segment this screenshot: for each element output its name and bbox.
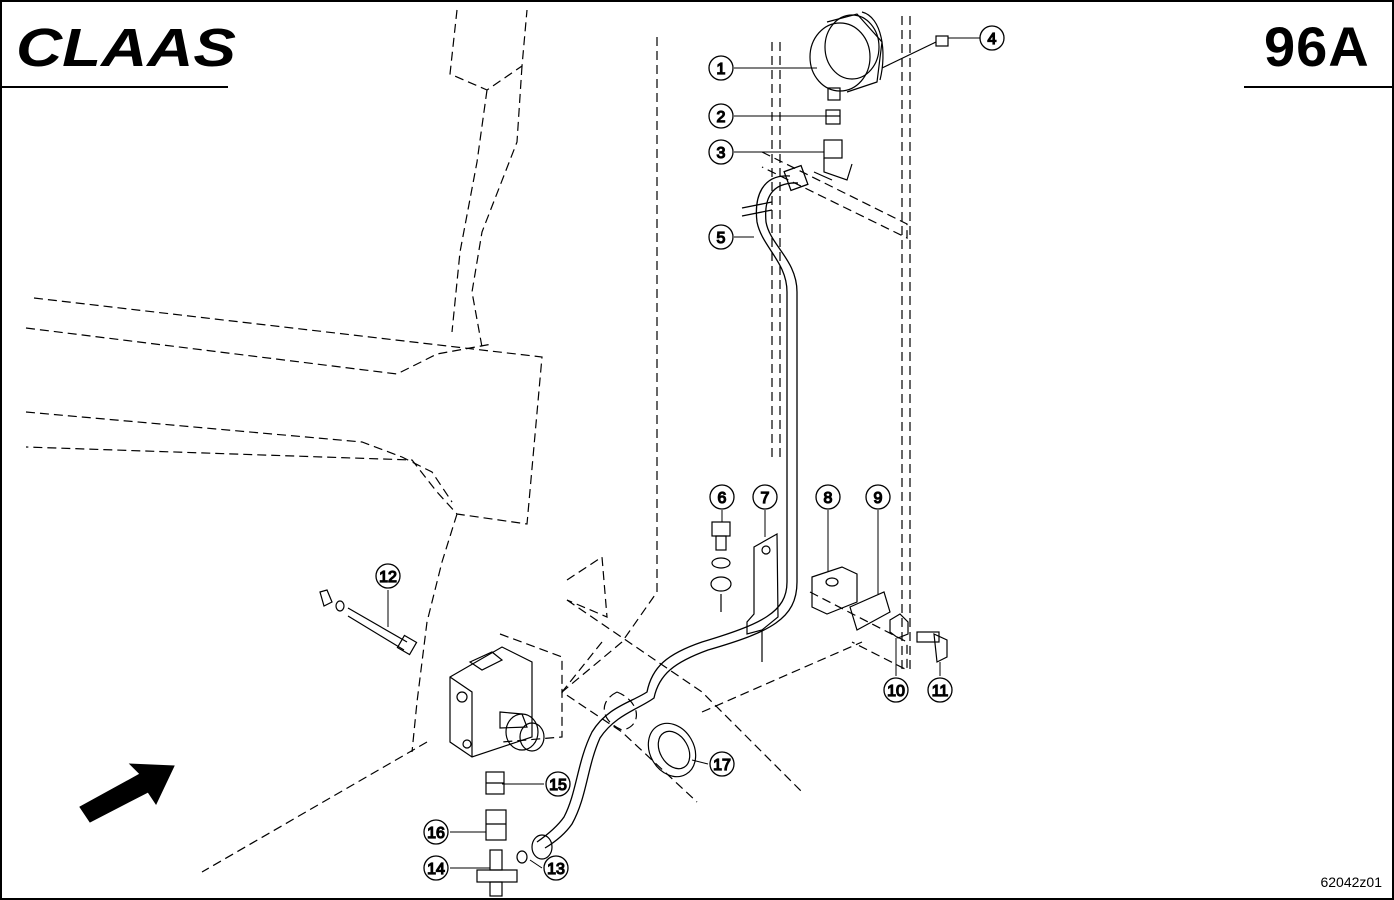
callout-16[interactable]: 16 xyxy=(423,819,449,845)
callout-label: 3 xyxy=(717,145,726,162)
pipe-clamp-lower xyxy=(849,591,891,631)
pressure-gauge xyxy=(809,11,884,101)
drawing-number: 62042z01 xyxy=(1320,874,1382,890)
hydraulic-line xyxy=(536,164,809,849)
brand-logo-text: CLAAS xyxy=(16,20,236,76)
sheet-number-rule xyxy=(1244,86,1394,88)
stud-bolt xyxy=(319,589,418,656)
callout-3[interactable]: 3 xyxy=(708,139,734,165)
callout-label: 15 xyxy=(549,777,567,794)
callout-5[interactable]: 5 xyxy=(708,224,734,250)
callout-label: 13 xyxy=(547,861,565,878)
brand-logo: CLAAS xyxy=(16,20,236,76)
callout-label: 6 xyxy=(718,490,727,507)
callout-7[interactable]: 7 xyxy=(752,484,778,510)
callout-label: 7 xyxy=(761,490,770,507)
callout-label: 10 xyxy=(887,683,905,700)
hex-nut xyxy=(889,613,909,639)
callout-1[interactable]: 1 xyxy=(708,55,734,81)
callout-label: 16 xyxy=(427,825,445,842)
callout-9[interactable]: 9 xyxy=(865,484,891,510)
callout-8[interactable]: 8 xyxy=(815,484,841,510)
pipe-bracket xyxy=(746,532,779,662)
valve-block xyxy=(449,646,545,758)
sheet-number: 96A xyxy=(1264,15,1370,78)
adapter-fitting xyxy=(825,109,841,125)
callout-label: 4 xyxy=(988,31,997,48)
leader-lines xyxy=(387,37,980,869)
callout-label: 5 xyxy=(717,230,726,247)
callout-15[interactable]: 15 xyxy=(545,771,571,797)
callout-11[interactable]: 11 xyxy=(927,677,953,703)
callout-10[interactable]: 10 xyxy=(883,677,909,703)
callout-12[interactable]: 12 xyxy=(375,563,401,589)
callout-14[interactable]: 14 xyxy=(423,855,449,881)
bolt-with-washer-and-nut xyxy=(710,521,732,612)
brand-rule xyxy=(2,86,228,88)
callout-label: 14 xyxy=(427,861,445,878)
callout-label: 17 xyxy=(713,757,731,774)
callout-label: 11 xyxy=(932,683,949,700)
elbow-fitting xyxy=(813,139,853,181)
callout-13[interactable]: 13 xyxy=(543,855,569,881)
gauge-screw xyxy=(881,35,949,69)
callout-17[interactable]: 17 xyxy=(709,751,735,777)
swivel-nut-13 xyxy=(516,834,553,864)
hex-bolt xyxy=(916,631,948,663)
adapter-15 xyxy=(485,771,505,795)
frame-outline-dashed xyxy=(25,9,911,873)
adapter-16 xyxy=(485,809,507,841)
callout-6[interactable]: 6 xyxy=(709,484,735,510)
callout-label: 2 xyxy=(717,109,726,126)
pipe-clamp-upper xyxy=(811,566,858,615)
direction-arrow-icon xyxy=(79,763,175,823)
callout-label: 12 xyxy=(379,569,397,586)
callout-4[interactable]: 4 xyxy=(979,25,1005,51)
callout-2[interactable]: 2 xyxy=(708,103,734,129)
rubber-grommet xyxy=(647,722,697,778)
callout-label: 1 xyxy=(717,61,726,78)
callout-label: 8 xyxy=(824,490,833,507)
callout-label: 9 xyxy=(874,490,883,507)
tee-fitting-14 xyxy=(476,849,518,897)
